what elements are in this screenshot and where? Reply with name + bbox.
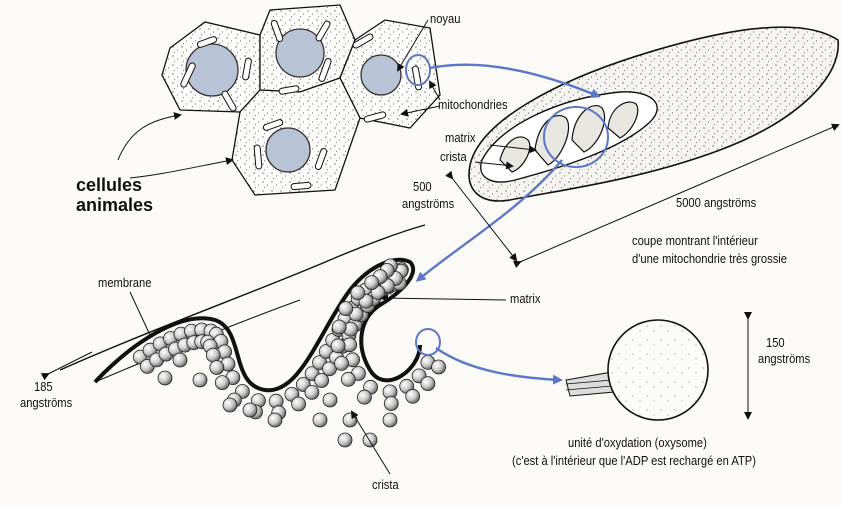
label-150-unit: angströms [758, 352, 810, 366]
label-noyau: noyau [430, 12, 460, 26]
label-matrix-bottom: matrix [510, 292, 540, 306]
label-185-value: 185 [34, 380, 53, 394]
label-crista-bottom: crista [372, 478, 399, 492]
oxysome-particle [421, 377, 435, 391]
oxysome-particle [335, 356, 349, 370]
highlight-circle-particle [416, 329, 440, 355]
label-coupe-line1: coupe montrant l'intérieur [632, 234, 758, 248]
oxysome-unit [566, 320, 708, 420]
oxysome-particle [215, 376, 229, 390]
oxysome-stalk [566, 372, 614, 396]
label-cellules-line1: cellules [76, 176, 142, 195]
label-matrix-top: matrix [445, 131, 475, 145]
label-crista-top: crista [440, 150, 467, 164]
oxysome-particle [305, 385, 319, 399]
oxysome-particle [363, 433, 377, 447]
label-185-unit: angströms [20, 396, 72, 410]
mitochondrion-cutaway [469, 27, 838, 201]
oxysome-particle [315, 374, 329, 388]
oxysome-particle [357, 390, 371, 404]
label-500-unit: angströms [402, 197, 454, 211]
oxysome-particle [432, 360, 446, 374]
oxysome-particle [338, 433, 352, 447]
label-5000-angstroms: 5000 angströms [676, 196, 756, 210]
oxysome-particle [210, 361, 224, 375]
label-mitochondries: mitochondries [438, 98, 508, 112]
membrane-detail [60, 225, 446, 447]
oxysome-particle [193, 373, 207, 387]
oxysome-particles [133, 259, 445, 447]
oxysome-particle [223, 398, 237, 412]
label-oxysome-line1: unité d'oxydation (oxysome) [568, 436, 707, 450]
label-150-value: 150 [766, 336, 785, 350]
oxysome-particle [331, 339, 345, 353]
oxysome-particle [292, 397, 306, 411]
label-500-value: 500 [413, 180, 432, 194]
oxysome-particle [383, 413, 397, 427]
oxysome-particle [173, 353, 187, 367]
oxysome-particle [365, 276, 379, 290]
nucleus [266, 128, 310, 172]
label-cellules-line2: animales [76, 196, 153, 215]
oxysome-particle [313, 413, 327, 427]
animal-cells [162, 5, 440, 195]
oxysome-particle [341, 372, 355, 386]
oxysome-particle [332, 320, 346, 334]
label-membrane: membrane [98, 276, 151, 290]
oxysome-particle [384, 397, 398, 411]
nucleus [361, 55, 401, 95]
oxysome-particle [351, 286, 365, 300]
label-oxysome-line2: (c'est à l'intérieur que l'ADP est recha… [512, 454, 756, 468]
oxysome-particle [158, 371, 172, 385]
oxysome-particle [343, 413, 357, 427]
label-coupe-line2: d'une mitochondrie très grossie [632, 252, 787, 266]
oxysome-particle [339, 302, 353, 316]
oxysome-particle [323, 393, 337, 407]
oxysome-particle [206, 348, 220, 362]
oxysome-particle [406, 389, 420, 403]
oxysome-particle [268, 413, 282, 427]
oxysome-particle [243, 403, 257, 417]
arrow-membrane-to-oxysome [436, 348, 560, 380]
